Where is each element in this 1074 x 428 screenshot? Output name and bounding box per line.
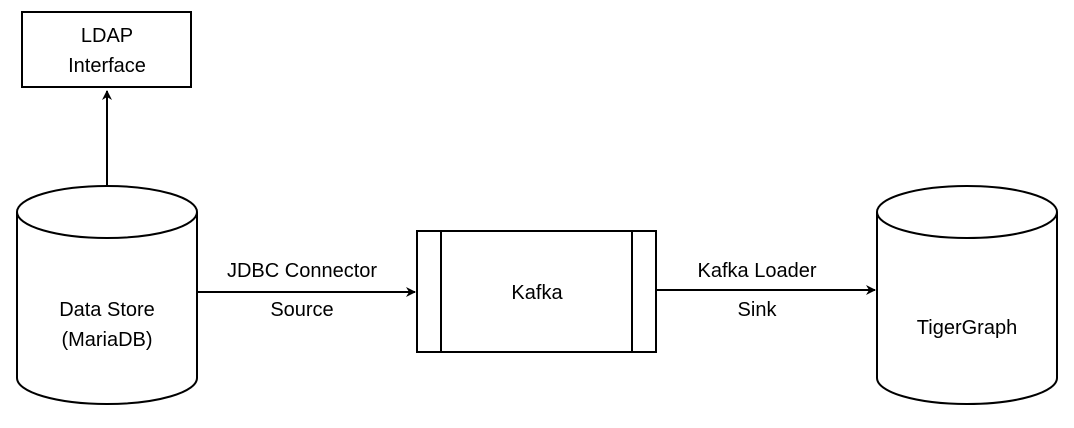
- kafka-node: Kafka: [416, 230, 657, 353]
- tigergraph-cylinder: [876, 185, 1058, 405]
- kafka-loader-edge: Kafka Loader Sink: [657, 260, 876, 321]
- kafka-box: [416, 230, 657, 353]
- jdbc-source-label: Source: [270, 299, 333, 321]
- kafka-loader-label: Kafka Loader: [698, 260, 817, 282]
- ldap-interface-node: LDAP Interface: [21, 11, 192, 88]
- data-store-label-line2: (MariaDB): [61, 329, 152, 351]
- kafka-sink-label: Sink: [738, 299, 778, 321]
- jdbc-connector-edge: JDBC Connector Source: [198, 260, 416, 321]
- ldap-interface-label-line2: Interface: [68, 55, 146, 77]
- tigergraph-cylinder-rim: [876, 211, 1058, 239]
- kafka-label: Kafka: [511, 282, 563, 304]
- ldap-interface-box: [21, 11, 192, 88]
- data-store-label-line1: Data Store: [59, 299, 155, 321]
- tigergraph-label: TigerGraph: [917, 317, 1017, 339]
- data-store-node: Data Store (MariaDB): [16, 185, 198, 405]
- data-store-cylinder: [16, 185, 198, 405]
- ldap-interface-label-line1: LDAP: [81, 25, 133, 47]
- tigergraph-node: TigerGraph: [876, 185, 1058, 405]
- data-store-cylinder-rim: [16, 211, 198, 239]
- jdbc-connector-label: JDBC Connector: [227, 260, 377, 282]
